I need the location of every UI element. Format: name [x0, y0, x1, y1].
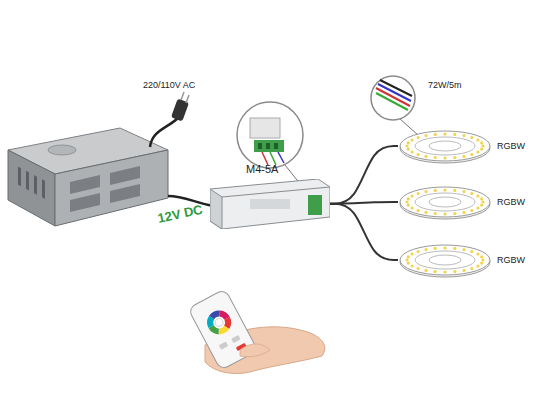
strip-type-label: RGBW: [493, 255, 528, 265]
power-supply: [8, 128, 168, 226]
led-reel: RGBW: [398, 240, 528, 280]
spec-label: 220/110V AC: [143, 80, 195, 90]
terminal-zoom: [237, 102, 305, 190]
strip-type-label: RGBW: [493, 197, 528, 207]
led-reel: RGBW: [398, 126, 528, 166]
wire: [330, 204, 398, 260]
strip-type-label: RGBW: [493, 141, 528, 151]
reel-graphic: [398, 240, 493, 280]
led-reel: RGBW: [398, 182, 528, 222]
wire: [330, 146, 398, 204]
controller-housing: [210, 179, 330, 229]
hand-remote: [188, 289, 325, 374]
spec-label: 72W/5m: [428, 80, 462, 90]
reel-graphic: [398, 126, 493, 166]
reel-graphic: [398, 182, 493, 222]
model-label: M4-5A: [210, 163, 330, 176]
connector-zoom: [371, 76, 418, 135]
ac-plug: [171, 92, 189, 121]
controller-box: M4-5A: [210, 163, 330, 229]
voltage-label: 12V DC: [156, 203, 204, 227]
ac-cable: [150, 118, 178, 147]
